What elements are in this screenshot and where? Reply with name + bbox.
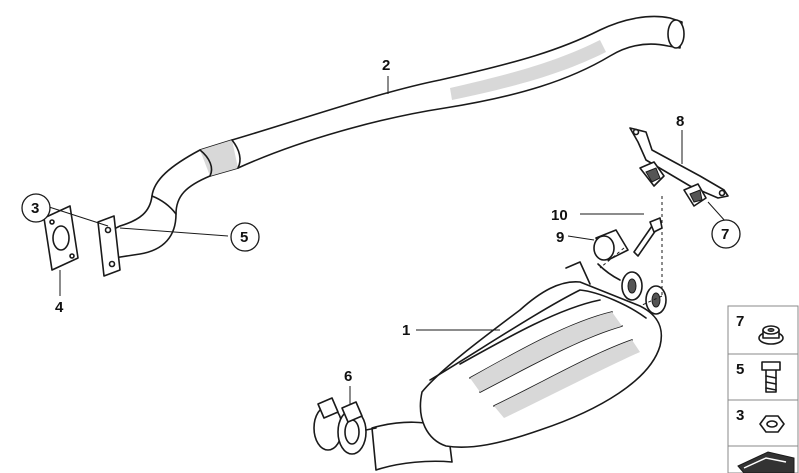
pipe-clamp[interactable] bbox=[313, 397, 377, 455]
callout-6: 6 bbox=[344, 368, 352, 385]
arrow-plate-icon bbox=[737, 451, 795, 473]
callout-labels: 2 3 4 5 1 6 8 10 9 7 bbox=[21, 57, 741, 385]
intermediate-pipe[interactable] bbox=[97, 15, 685, 277]
rubber-mount[interactable] bbox=[593, 229, 629, 261]
callout-3: 3 bbox=[31, 200, 39, 217]
callout-4: 4 bbox=[55, 299, 64, 316]
legend-3: 3 bbox=[736, 407, 744, 424]
callout-5-circle bbox=[230, 222, 260, 252]
hanger-bracket[interactable] bbox=[629, 127, 729, 207]
hex-nut-icon bbox=[759, 415, 785, 433]
rear-silencer[interactable] bbox=[371, 261, 667, 471]
mounting-bolt[interactable] bbox=[633, 217, 663, 257]
callout-3-circle bbox=[21, 193, 51, 223]
bolt-icon bbox=[761, 361, 781, 393]
callout-7: 7 bbox=[721, 226, 729, 243]
grommet-nut-icon bbox=[758, 325, 784, 345]
leader-lines bbox=[45, 76, 727, 404]
small-parts-panel: 7 5 3 bbox=[727, 305, 799, 473]
callout-9: 9 bbox=[556, 229, 564, 246]
assembly-guides bbox=[599, 196, 663, 307]
callout-5: 5 bbox=[240, 229, 248, 246]
callout-1: 1 bbox=[402, 322, 410, 339]
callout-8: 8 bbox=[676, 113, 684, 130]
callout-7-circle bbox=[711, 219, 741, 249]
legend-7: 7 bbox=[736, 313, 744, 330]
callout-10: 10 bbox=[551, 207, 568, 224]
flange-gasket[interactable] bbox=[43, 205, 79, 271]
legend-5: 5 bbox=[736, 361, 744, 378]
panel-cell-3 bbox=[727, 399, 799, 447]
callout-2: 2 bbox=[382, 57, 390, 74]
